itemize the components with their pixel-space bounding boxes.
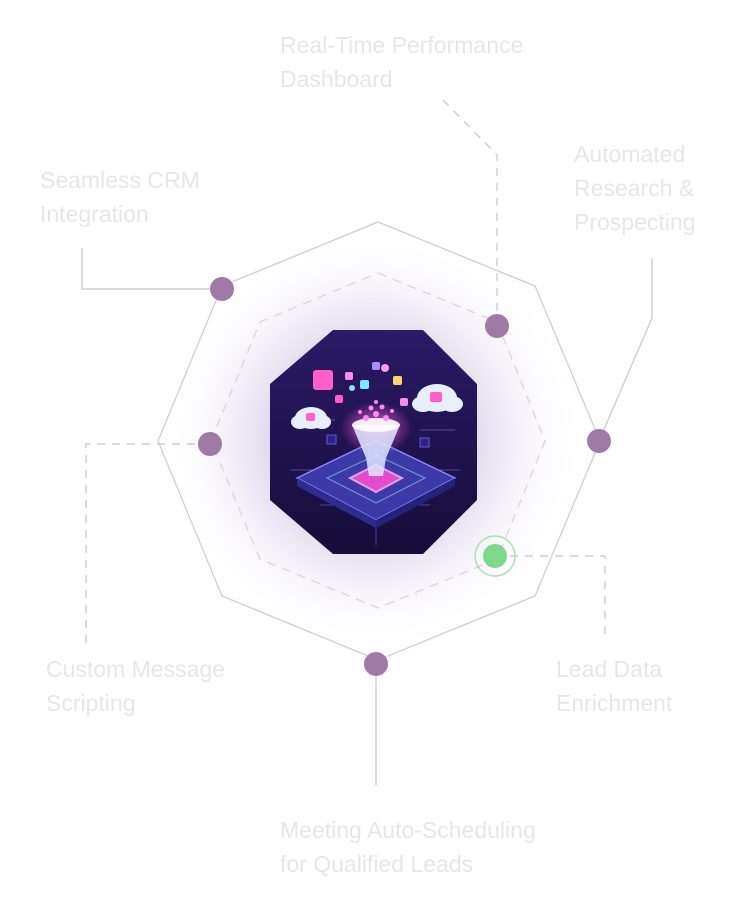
connector-research bbox=[598, 258, 653, 442]
node-dot-dashboard[interactable] bbox=[485, 314, 509, 338]
node-dot-meeting[interactable] bbox=[364, 652, 388, 676]
label-research: Automated Research & Prospecting bbox=[574, 137, 695, 239]
label-dashboard: Real-Time Performance Dashboard bbox=[280, 28, 523, 96]
node-dot-enrichment-ring bbox=[474, 535, 516, 577]
connectors bbox=[81, 99, 653, 785]
label-line: Research & bbox=[574, 175, 695, 201]
label-line: Automated bbox=[574, 141, 686, 167]
label-line: Prospecting bbox=[574, 209, 696, 235]
center-illustration bbox=[270, 330, 477, 554]
label-line: Custom Message bbox=[46, 656, 225, 682]
connector-scripting bbox=[85, 443, 210, 645]
connector-crm bbox=[81, 248, 222, 290]
cloud-icon-left bbox=[291, 407, 331, 429]
connector-enrichment bbox=[495, 555, 606, 635]
node-dots bbox=[198, 277, 611, 676]
node-dot-enrichment[interactable] bbox=[483, 544, 507, 568]
node-dot-research[interactable] bbox=[587, 429, 611, 453]
node-dot-crm[interactable] bbox=[210, 277, 234, 301]
label-line: Real-Time Performance bbox=[280, 32, 524, 58]
label-meeting: Meeting Auto-Scheduling for Qualified Le… bbox=[280, 813, 536, 881]
label-scripting: Custom Message Scripting bbox=[46, 652, 225, 720]
label-line: Dashboard bbox=[280, 66, 393, 92]
label-crm: Seamless CRM Integration bbox=[40, 163, 200, 231]
label-line: Enrichment bbox=[556, 690, 673, 716]
node-dot-scripting[interactable] bbox=[198, 432, 222, 456]
inner-octagon bbox=[210, 272, 546, 609]
label-line: for Qualified Leads bbox=[280, 851, 474, 877]
label-line: Lead Data bbox=[556, 656, 663, 682]
label-line: Meeting Auto-Scheduling bbox=[280, 817, 536, 843]
cloud-icon-right bbox=[412, 384, 463, 412]
funnel-icon bbox=[352, 425, 400, 476]
chip-core bbox=[347, 463, 405, 494]
label-line: Scripting bbox=[46, 690, 136, 716]
label-line: Seamless CRM bbox=[40, 167, 200, 193]
label-line: Integration bbox=[40, 201, 149, 227]
label-enrichment: Lead Data Enrichment bbox=[556, 652, 672, 720]
floating-data-icons bbox=[313, 362, 430, 448]
connector-dashboard bbox=[442, 99, 498, 326]
